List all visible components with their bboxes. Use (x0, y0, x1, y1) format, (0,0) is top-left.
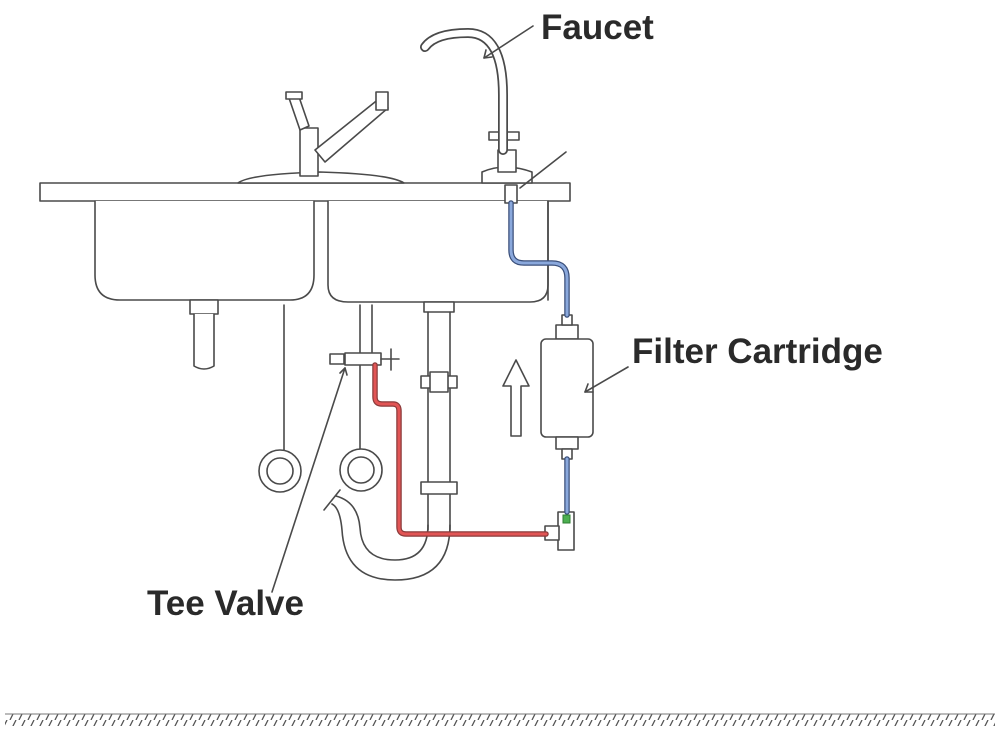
leader-line-tee-valve (271, 367, 348, 593)
tee-valve-fitting (329, 348, 400, 371)
leader-line-faucet (483, 25, 534, 59)
filtered-line-blue (508, 200, 570, 515)
drain-pipe (420, 301, 458, 531)
sink-basin-right (327, 200, 549, 303)
supply-line-red (372, 362, 549, 537)
label-faucet: Faucet (541, 8, 654, 47)
countertop (39, 182, 571, 202)
label-tee-valve: Tee Valve (147, 584, 304, 623)
floor-hatch (5, 713, 995, 726)
filter-faucet (420, 28, 533, 204)
left-drain (189, 299, 219, 370)
kitchen-faucet (237, 91, 405, 184)
drain-rod-right (339, 304, 383, 492)
p-trap (323, 489, 451, 581)
leader-line-filter-faucet (519, 151, 567, 189)
leader-line-filter (584, 366, 629, 393)
filter-cartridge (540, 314, 594, 460)
valve-green-marker (562, 514, 571, 524)
up-arrow-icon (502, 359, 530, 437)
sink-basin-left (94, 200, 315, 301)
drain-rod-left (258, 304, 302, 493)
label-filter-cartridge: Filter Cartridge (632, 332, 883, 371)
